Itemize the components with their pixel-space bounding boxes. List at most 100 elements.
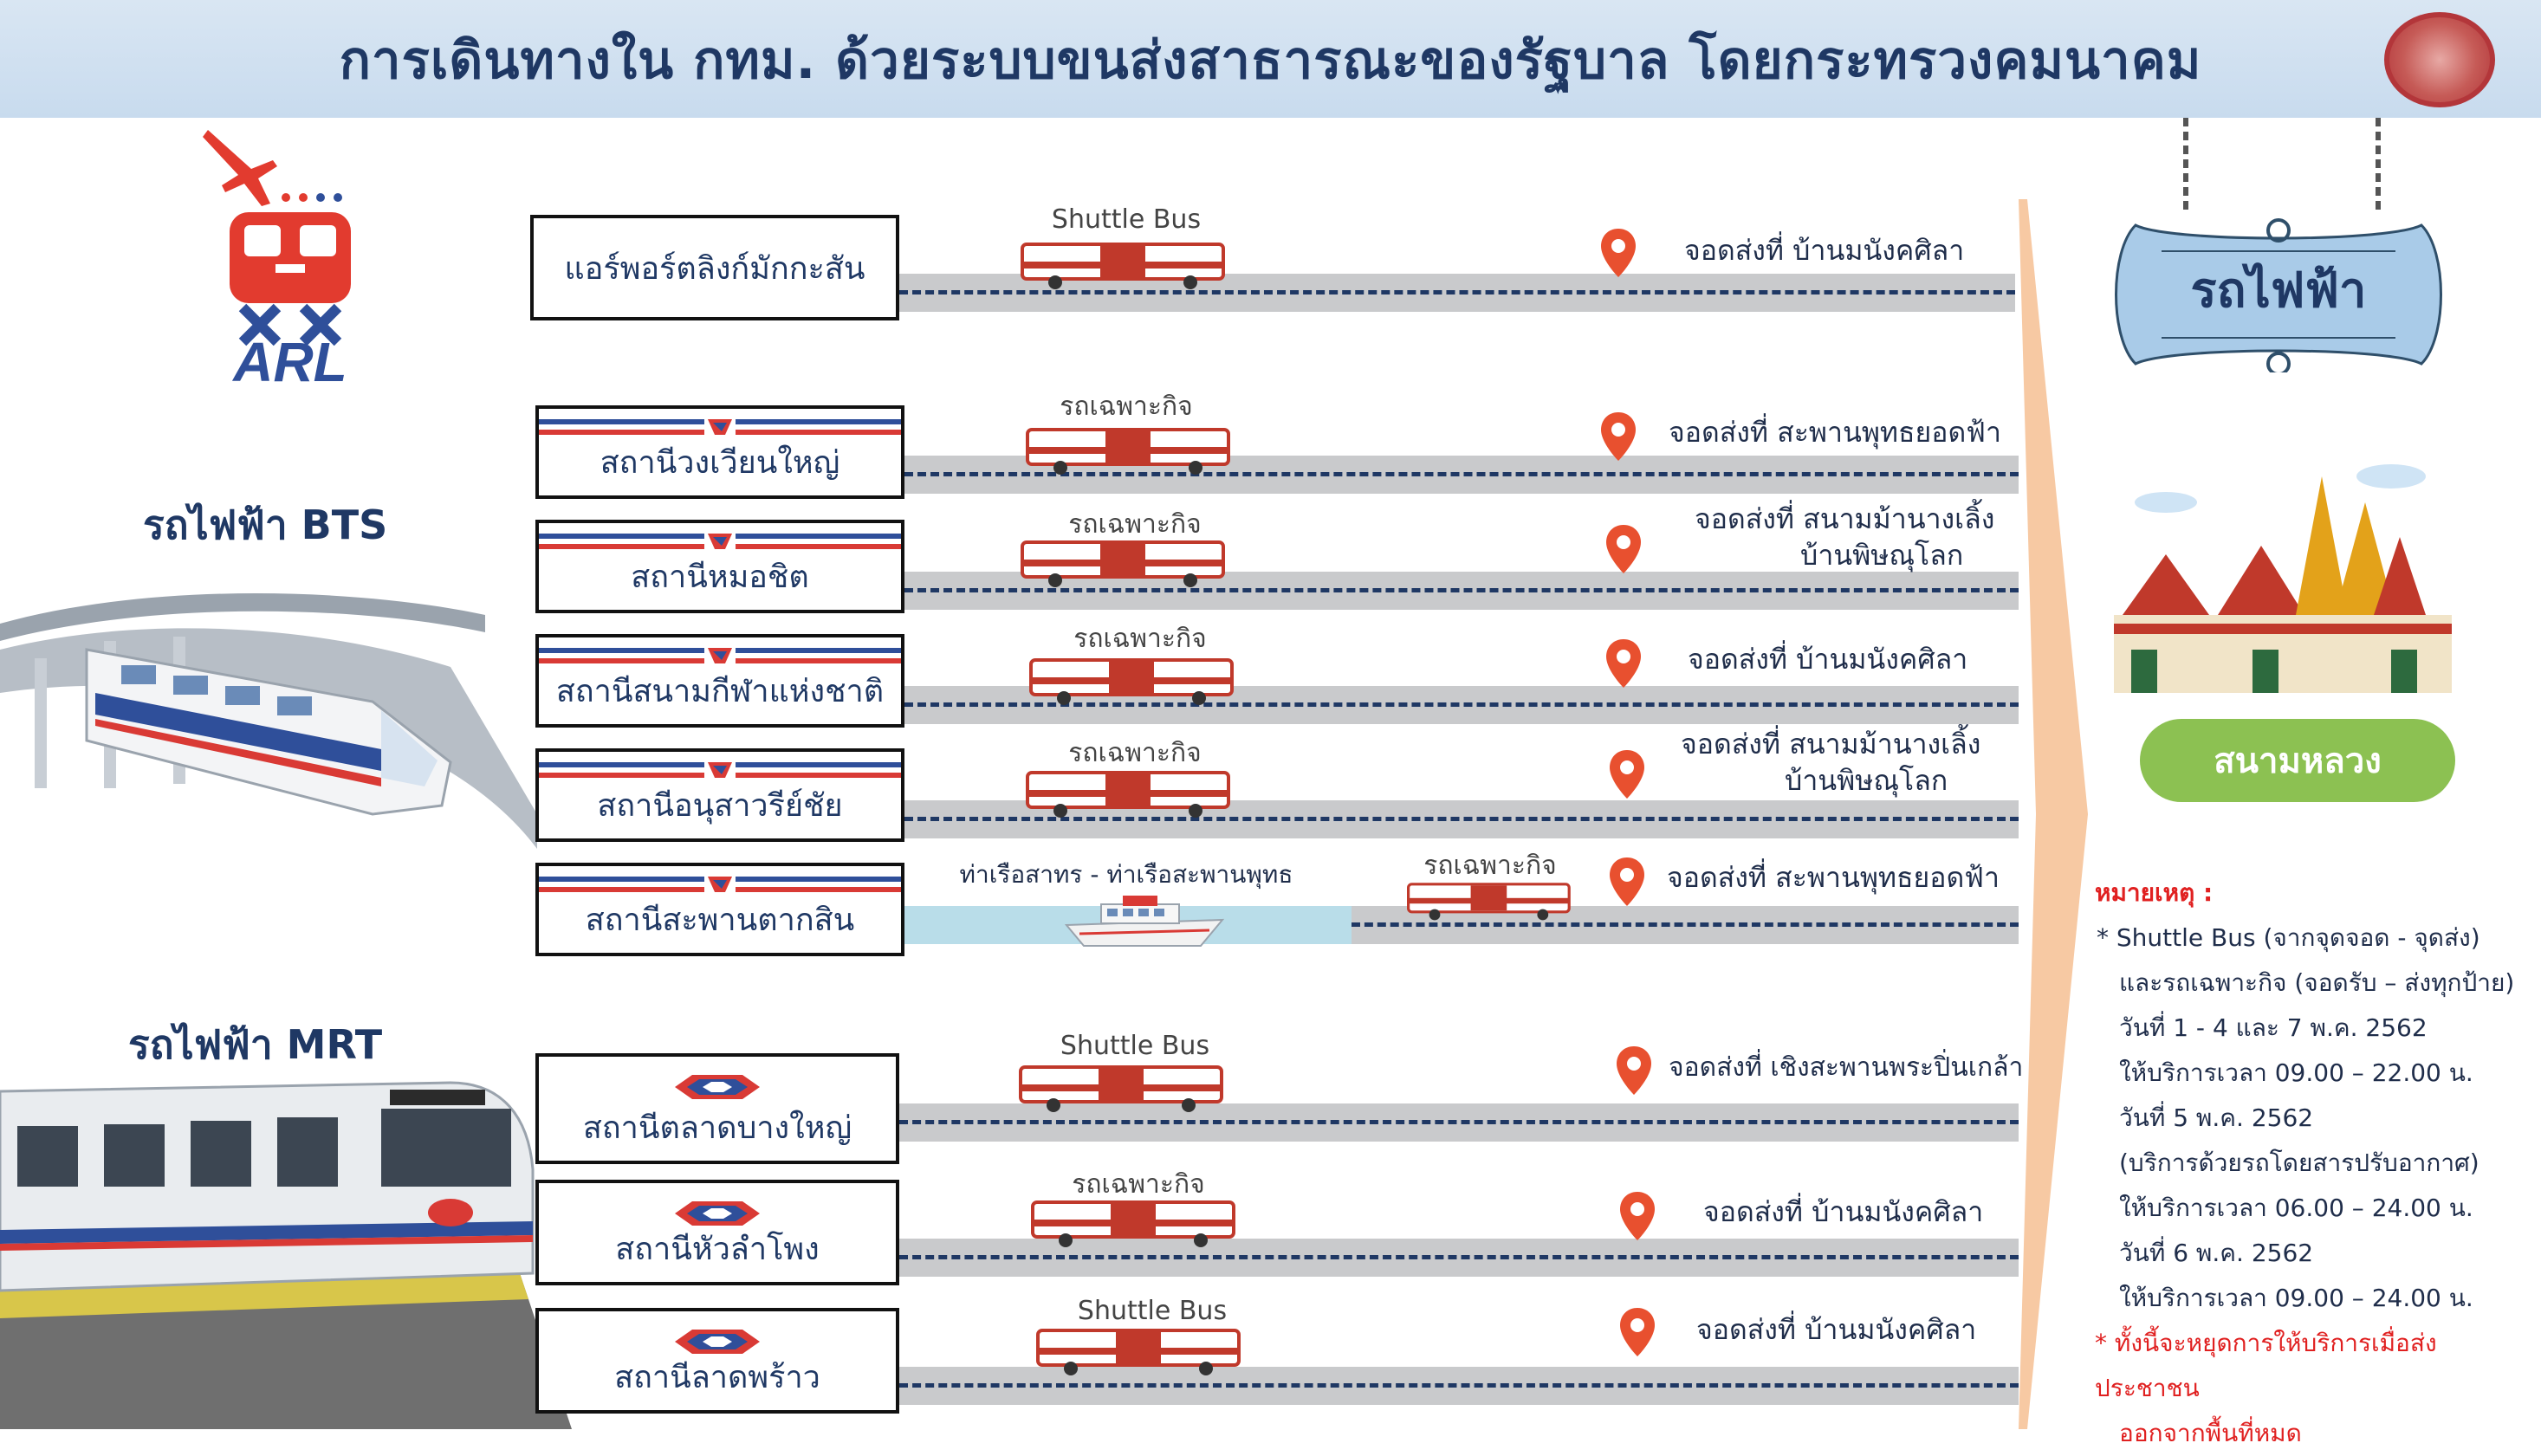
bts-logo-icon (704, 871, 736, 897)
boat-icon (1064, 896, 1225, 947)
destination-label: จอดส่งที่ สนามม้านางเลิ้ง (1681, 728, 1981, 760)
station-box-talad-bang-yai[interactable]: สถานีตลาดบางใหญ่ (535, 1053, 899, 1164)
station-box-mo-chit[interactable]: สถานีหมอชิต (535, 520, 904, 613)
station-name: สถานีสะพานตากสิน (585, 903, 855, 938)
location-pin-icon (1601, 229, 1636, 277)
station-box-lat-phrao[interactable]: สถานีลาดพร้าว (535, 1308, 899, 1414)
station-box-victory-monument[interactable]: สถานีอนุสาวรีย์ชัย (535, 748, 904, 842)
station-box-saphan-taksin[interactable]: สถานีสะพานตากสิน (535, 863, 904, 956)
boat-route-label: ท่าเรือสาทร - ท่าเรือสะพานพุทธ (959, 860, 1293, 889)
station-name: แอร์พอร์ตลิงก์มักกะสัน (564, 250, 865, 287)
station-name: สถานีวงเวียนใหญ่ (600, 445, 840, 481)
vehicle-label: รถเฉพาะกิจ (1068, 738, 1202, 768)
destination-label: จอดส่งที่ สะพานพุทธยอดฟ้า (1667, 861, 2000, 894)
destination-label: จอดส่งที่ บ้านมนังคศิลา (1696, 1313, 1977, 1346)
bus-icon (1021, 243, 1225, 289)
header-banner: การเดินทางใน กทม. ด้วยระบบขนส่งสาธารณะขอ… (0, 0, 2541, 118)
location-pin-icon (1606, 639, 1641, 688)
destination-label: จอดส่งที่ บ้านมนังคศิลา (1684, 234, 1965, 267)
destination-label-line2: บ้านพิษณุโลก (1800, 539, 1964, 572)
sign-title: รถไฟฟ้า (2190, 262, 2367, 319)
destination-label-line2: บ้านพิษณุโลก (1785, 764, 1948, 797)
route-road (899, 274, 2015, 312)
vehicle-label: รถเฉพาะกิจ (1072, 1169, 1205, 1200)
station-name: สถานีตลาดบางใหญ่ (582, 1110, 852, 1146)
bus-icon (1019, 1065, 1223, 1112)
station-box-hua-lamphong[interactable]: สถานีหัวลำโพง (535, 1180, 899, 1285)
bus-icon (1029, 658, 1234, 705)
bts-logo-icon (704, 643, 736, 669)
sign-chain (2376, 118, 2381, 213)
notes-line: (บริการด้วยรถโดยสารปรับอากาศ) (2119, 1149, 2479, 1177)
station-box-airport-link[interactable]: แอร์พอร์ตลิงก์มักกะสัน (530, 215, 899, 320)
bus-icon (1031, 1200, 1235, 1247)
vehicle-label: Shuttle Bus (1077, 1296, 1228, 1326)
vehicle-label: รถเฉพาะกิจ (1068, 509, 1202, 540)
notes-line: * ทั้งนี้จะหยุดการให้บริการเมื่อส่งประชา… (2095, 1329, 2437, 1402)
notes-line: ออกจากพื้นที่หมด (2119, 1419, 2302, 1447)
mrt-logo-icon (675, 1075, 760, 1099)
bts-label: รถไฟฟ้า BTS (143, 502, 388, 548)
notes-line: ให้บริการเวลา 09.00 – 22.00 น. (2119, 1058, 2473, 1087)
location-pin-icon (1620, 1308, 1655, 1356)
notes-line: ให้บริการเวลา 09.00 – 24.00 น. (2119, 1284, 2473, 1312)
location-pin-icon (1610, 750, 1644, 799)
destination-label: จอดส่งที่ บ้านมนังคศิลา (1703, 1195, 1984, 1228)
location-pin-icon (1610, 857, 1644, 906)
notes-heading: หมายเหตุ : (2095, 878, 2214, 907)
airplane-icon (203, 130, 277, 206)
arrow-panel (2019, 199, 2088, 1429)
sign-chain (2183, 118, 2188, 213)
route-road (899, 1239, 2019, 1277)
location-pin-icon (1617, 1046, 1651, 1095)
page-title: การเดินทางใน กทม. ด้วยระบบขนส่งสาธารณะขอ… (339, 30, 2202, 91)
vehicle-label: รถเฉพาะกิจ (1073, 624, 1207, 654)
location-pin-icon (1606, 525, 1641, 573)
destination-label: จอดส่งที่ บ้านมนังคศิลา (1688, 643, 1968, 676)
bts-logo-icon (704, 528, 736, 554)
bus-icon (1026, 428, 1230, 475)
hanging-sign-board (2115, 218, 2442, 372)
svg-text:ARL: ARL (231, 331, 347, 390)
station-name: สถานีอนุสาวรีย์ชัย (597, 788, 843, 824)
route-road (899, 1367, 2019, 1405)
station-name: สถานีหมอชิต (631, 560, 809, 595)
location-pin-icon (1620, 1192, 1655, 1240)
arl-logo-icon: ARL (203, 130, 351, 390)
notes-line: ให้บริการเวลา 06.00 – 24.00 น. (2119, 1194, 2473, 1222)
notes-line: และรถเฉพาะกิจ (จอดรับ – ส่งทุกป้าย) (2119, 968, 2515, 997)
destination-label: จอดส่งที่ สะพานพุทธยอดฟ้า (1669, 416, 2001, 449)
route-road (899, 1103, 2019, 1142)
station-name: สถานีลาดพร้าว (614, 1360, 820, 1395)
grand-palace-illustration (2114, 464, 2452, 693)
destination-sanam-luang-button[interactable]: สนามหลวง (2140, 719, 2455, 802)
mrt-logo-icon (675, 1201, 760, 1226)
destination-label: จอดส่งที่ สนามม้านางเลิ้ง (1695, 502, 1995, 535)
bus-icon (1026, 771, 1230, 818)
bus-icon (1021, 540, 1225, 587)
ministry-seal-icon (2384, 12, 2495, 107)
bts-logo-icon (704, 414, 736, 440)
vehicle-label: Shuttle Bus (1051, 204, 1202, 235)
bus-icon (1407, 883, 1571, 921)
station-box-national-stadium[interactable]: สถานีสนามกีฬาแห่งชาติ (535, 634, 904, 728)
notes-line: วันที่ 6 พ.ค. 2562 (2119, 1239, 2314, 1267)
mrt-train-illustration (0, 1081, 572, 1429)
notes-section: หมายเหตุ : * Shuttle Bus (จากจุดจอด - จุ… (2095, 870, 2537, 1456)
station-name: สถานีสนามกีฬาแห่งชาติ (555, 674, 885, 709)
bts-train-illustration (0, 593, 537, 849)
notes-line: วันที่ 5 พ.ค. 2562 (2119, 1103, 2314, 1132)
vehicle-label: รถเฉพาะกิจ (1423, 851, 1557, 881)
notes-line: * Shuttle Bus (จากจุดจอด - จุดส่ง) (2097, 923, 2480, 952)
notes-line: วันที่ 1 - 4 และ 7 พ.ค. 2562 (2119, 1013, 2428, 1042)
vehicle-label: รถเฉพาะกิจ (1060, 392, 1193, 422)
location-pin-icon (1601, 412, 1636, 461)
mrt-label: รถไฟฟ้า MRT (128, 1021, 383, 1068)
bus-icon (1036, 1329, 1241, 1375)
vehicle-label: Shuttle Bus (1060, 1031, 1210, 1061)
mrt-logo-icon (675, 1330, 760, 1354)
station-box-wongwian-yai[interactable]: สถานีวงเวียนใหญ่ (535, 405, 904, 499)
bts-logo-icon (704, 757, 736, 783)
destination-label: จอดส่งที่ เชิงสะพานพระปิ่นเกล้า (1669, 1052, 2024, 1083)
station-name: สถานีหัวลำโพง (615, 1232, 820, 1267)
